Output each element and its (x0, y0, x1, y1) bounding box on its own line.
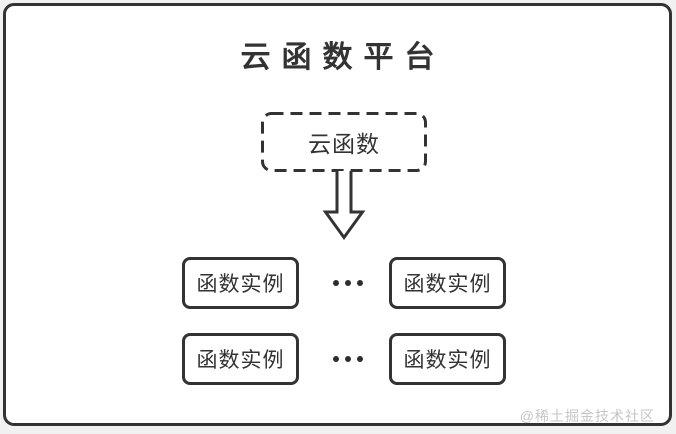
ellipsis-icon (333, 355, 363, 363)
function-instance-label: 函数实例 (196, 349, 285, 372)
ellipsis-icon (333, 279, 363, 287)
down-arrow-icon (322, 171, 366, 241)
dashed-border (261, 112, 427, 172)
dot (345, 280, 351, 286)
dot (357, 356, 363, 362)
function-instance-label: 函数实例 (403, 273, 492, 296)
cloud-function-label: 云函数 (308, 131, 380, 157)
watermark: @稀土掘金技术社区 (519, 408, 655, 424)
function-instance-node: 函数实例 (182, 333, 299, 385)
diagram-title: 云函数平台 (240, 41, 446, 74)
dot (357, 280, 363, 286)
function-instance-node: 函数实例 (389, 257, 506, 309)
dot (333, 356, 339, 362)
platform-frame: 云函数平台 云函数 函数实例 函数实例 函数实例 (3, 3, 672, 426)
dot (345, 356, 351, 362)
function-instance-node: 函数实例 (182, 257, 299, 309)
function-instance-label: 函数实例 (403, 349, 492, 372)
function-instance-label: 函数实例 (196, 273, 285, 296)
cloud-function-node: 云函数 (261, 112, 427, 172)
dot (333, 280, 339, 286)
function-instance-node: 函数实例 (389, 333, 506, 385)
